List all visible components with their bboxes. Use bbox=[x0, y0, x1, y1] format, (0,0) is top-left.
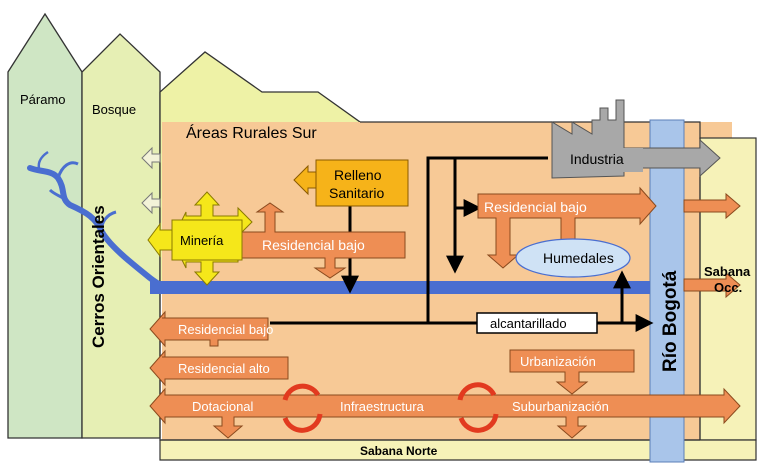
urbanizacion-label: Urbanización bbox=[520, 354, 596, 369]
areas-rurales-sur-label: Áreas Rurales Sur bbox=[186, 123, 317, 142]
mineria-left-arrow bbox=[147, 222, 173, 258]
sabana-norte-label: Sabana Norte bbox=[360, 444, 438, 458]
cerros-orientales-label: Cerros Orientales bbox=[89, 205, 108, 348]
industria-box bbox=[555, 148, 643, 172]
bosque-region bbox=[81, 33, 161, 439]
sabana-occ-label-line1: Sabana bbox=[704, 264, 751, 279]
residencial-bajo-norte-label: Residencial bajo bbox=[484, 199, 587, 215]
alcantarillado-box bbox=[476, 312, 598, 334]
dotacional-label: Dotacional bbox=[192, 399, 254, 414]
paramo-region bbox=[7, 12, 83, 439]
sabana-occ-label-line2: Occ. bbox=[714, 280, 742, 295]
relleno-label-line2: Sanitario bbox=[329, 185, 384, 201]
infraestructura-label: Infraestructura bbox=[340, 399, 425, 414]
residencial-alto-label: Residencial alto bbox=[178, 361, 270, 376]
tributary-branch-3 bbox=[100, 210, 117, 233]
tributary-branch-4 bbox=[37, 150, 49, 173]
relleno-label-line1: Relleno bbox=[334, 167, 382, 183]
west-exit-arrows bbox=[683, 192, 741, 299]
industria-label: Industria bbox=[570, 151, 624, 167]
cycle-icon-2 bbox=[457, 382, 499, 433]
humedales-label: Humedales bbox=[543, 250, 614, 266]
rio-bogota-label: Río Bogotá bbox=[660, 270, 681, 372]
relleno-sanitario-box bbox=[315, 159, 409, 207]
mineria-label: Minería bbox=[180, 233, 224, 248]
cycle-icon-1 bbox=[282, 383, 323, 433]
paramo-label: Páramo bbox=[20, 92, 66, 107]
residencial-bajo-oeste-label: Residencial bajo bbox=[178, 322, 273, 337]
suburbanizacion-label: Suburbanización bbox=[512, 399, 609, 414]
residencial-bajo-sur-label: Residencial bajo bbox=[262, 237, 365, 253]
humedales-ellipse bbox=[515, 238, 631, 278]
tributary-river bbox=[27, 165, 178, 291]
main-river-channel bbox=[150, 281, 650, 294]
alcantarillado-label: alcantarillado bbox=[490, 316, 567, 331]
rural-outline-arrows bbox=[141, 146, 161, 215]
mineria-box bbox=[171, 219, 243, 261]
land-use-arrows bbox=[149, 186, 741, 439]
bosque-label: Bosque bbox=[92, 102, 136, 117]
tributary-branch-1 bbox=[56, 161, 79, 179]
tributary-branch-2 bbox=[48, 188, 72, 206]
